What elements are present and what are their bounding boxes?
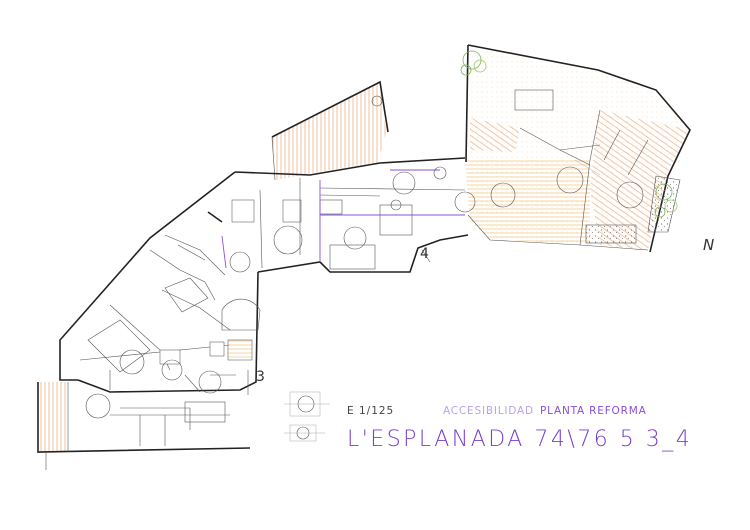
walls-west <box>59 171 261 393</box>
legend-symbols <box>284 391 330 442</box>
balcony-southwest <box>37 382 251 470</box>
door-4-mark <box>421 249 431 263</box>
title-accessibility: ACCESIBILIDAD <box>443 405 534 417</box>
wheelchair-turning-circle-icon <box>85 166 644 419</box>
tree-icon <box>460 50 678 218</box>
door-4-label: 4 <box>420 246 429 262</box>
terrace-east <box>465 44 691 253</box>
address-title: L'ESPLANADA 74\76 5 3_4 <box>347 427 693 452</box>
walls-center <box>234 157 469 273</box>
door-3-label: 3 <box>256 369 265 385</box>
scale-label: E 1/125 <box>347 405 395 417</box>
title-plan: PLANTA REFORMA <box>540 405 647 417</box>
north-arrow-icon: N <box>703 236 715 254</box>
